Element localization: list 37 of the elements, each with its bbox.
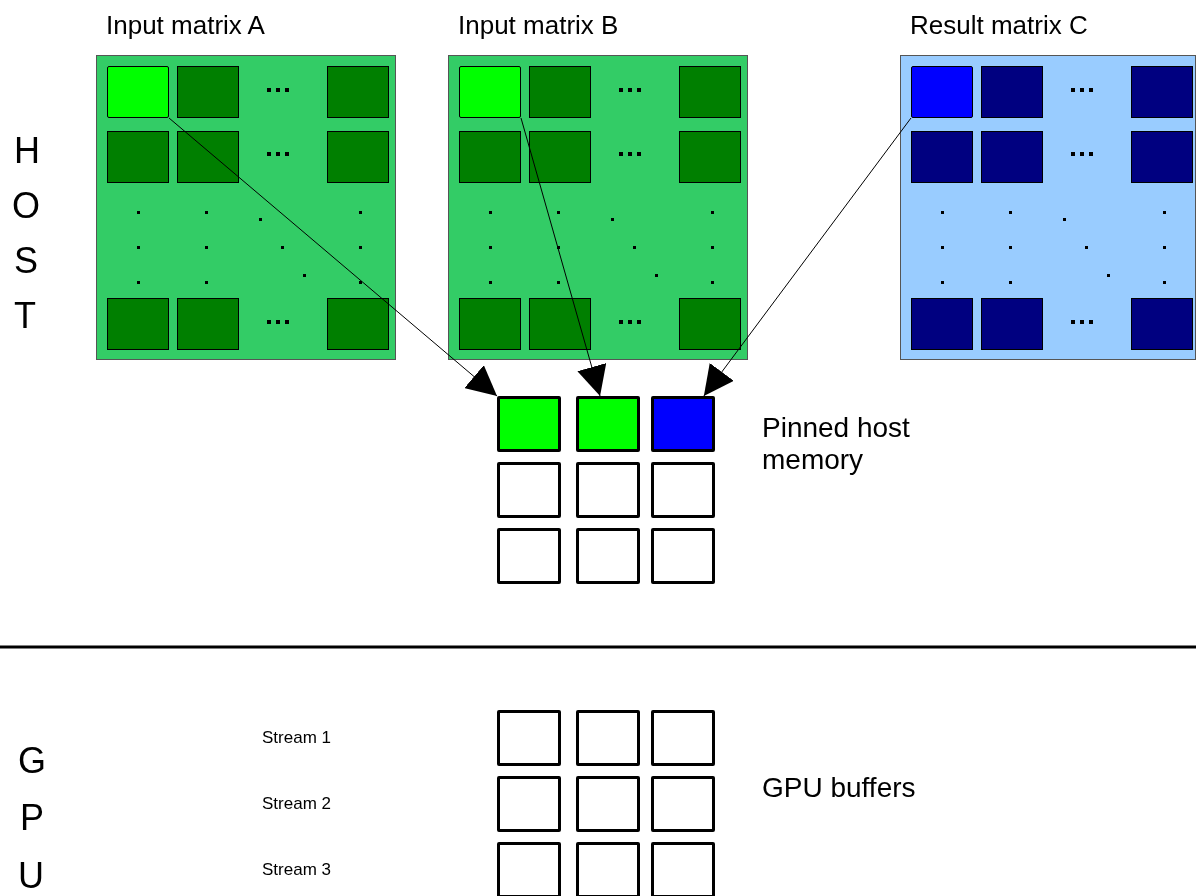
buffer-cell xyxy=(497,528,561,584)
text-label: U xyxy=(18,855,44,896)
text-label: S xyxy=(14,240,38,282)
arrow xyxy=(703,117,912,397)
buffer-cell xyxy=(497,396,561,452)
buffer-cell xyxy=(576,396,640,452)
buffer-cell xyxy=(651,710,715,766)
buffer-cell xyxy=(576,462,640,518)
buffer-cell xyxy=(576,842,640,896)
text-label: Pinned host memory xyxy=(762,412,911,477)
buffer-cell xyxy=(651,396,715,452)
matrix-title: Result matrix C xyxy=(910,10,1088,40)
matrix-title: Input matrix A xyxy=(106,10,265,40)
buffer-cell xyxy=(651,462,715,518)
matrix-cell xyxy=(459,66,521,118)
buffer-cell xyxy=(651,842,715,896)
matrix-cell xyxy=(107,66,169,118)
matrix-title: Input matrix B xyxy=(458,10,619,40)
buffer-cell xyxy=(497,776,561,832)
text-label: H xyxy=(14,130,40,172)
buffer-cell xyxy=(576,528,640,584)
buffer-cell xyxy=(651,528,715,584)
text-label: T xyxy=(14,295,36,337)
buffer-cell xyxy=(497,842,561,896)
buffer-cell xyxy=(497,710,561,766)
text-label: O xyxy=(12,185,40,227)
matrix-cell xyxy=(911,66,973,118)
buffer-cell xyxy=(576,710,640,766)
text-label: P xyxy=(20,797,44,839)
buffer-cell xyxy=(576,776,640,832)
buffer-cell xyxy=(497,462,561,518)
text-label: Stream 2 xyxy=(262,794,331,814)
text-label: Stream 3 xyxy=(262,860,331,880)
text-label: GPU buffers xyxy=(762,772,916,805)
text-label: Stream 1 xyxy=(262,728,331,748)
buffer-cell xyxy=(651,776,715,832)
text-label: G xyxy=(18,740,46,782)
